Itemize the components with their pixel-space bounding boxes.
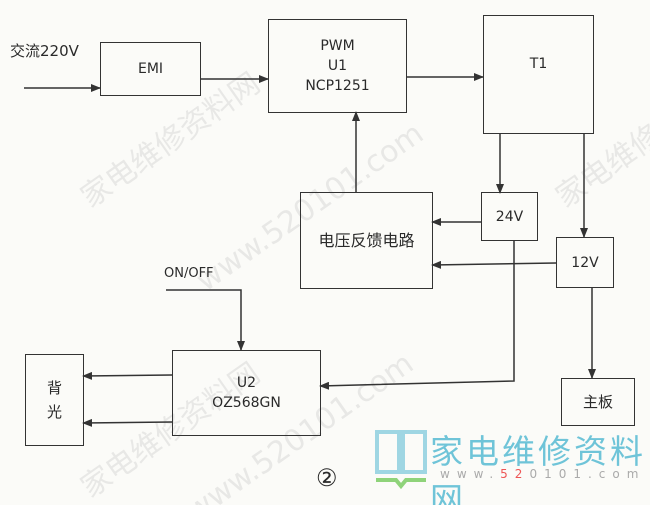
logo-name: 家电维修资料网 [430, 432, 646, 505]
mainboard-label: 主板 [582, 393, 613, 411]
u1-label: U1 [327, 58, 348, 74]
pwm-u1-block: PWM U1 NCP1251 [268, 19, 407, 113]
on-off-label: ON/OFF [164, 266, 214, 281]
emi-block: EMI [100, 42, 201, 96]
emi-label: EMI [137, 61, 164, 77]
12v-label: 12V [571, 254, 599, 271]
mainboard-block: 主板 [561, 378, 635, 426]
arrow-12v-feedback [431, 260, 557, 269]
ncp1251-label: NCP1251 [305, 78, 370, 94]
24v-label: 24V [495, 208, 524, 225]
t1-label: T1 [529, 56, 548, 72]
voltage-feedback-block: 电压反馈电路 [300, 192, 433, 289]
pwm-label: PWM [320, 38, 355, 54]
arrow-u2-backlight-2 [82, 418, 173, 427]
arrow-onoff-u2 [166, 289, 245, 351]
u2-label: U2 [236, 375, 257, 391]
backlight-label-1: 背 [46, 379, 62, 397]
u2-block: U2 OZ568GN [172, 350, 321, 436]
figure-number: ② [316, 464, 338, 492]
feedback-label: 电压反馈电路 [318, 230, 415, 250]
input-label: 交流220V [10, 42, 79, 60]
backlight-block: 背 光 [25, 354, 84, 446]
24v-block: 24V [481, 192, 538, 241]
oz568gn-label: OZ568GN [212, 395, 281, 411]
12v-block: 12V [556, 237, 614, 288]
logo-url: www.520101.com [440, 467, 646, 481]
arrow-24v-u2 [319, 240, 515, 390]
backlight-label-2: 光 [46, 403, 62, 421]
arrow-u2-backlight-1 [82, 371, 173, 380]
t1-block: T1 [483, 15, 594, 134]
